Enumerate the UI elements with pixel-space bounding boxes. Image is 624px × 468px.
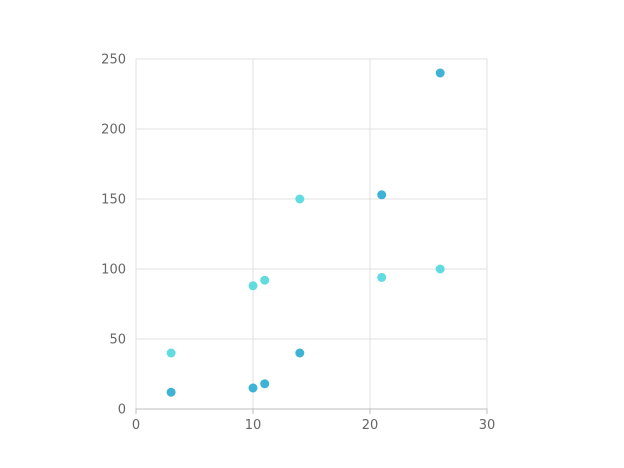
x-tick-label-30: 30 bbox=[479, 418, 496, 433]
axes bbox=[135, 59, 488, 414]
series-2-point-5 bbox=[377, 272, 387, 282]
y-tick-label-100: 100 bbox=[101, 263, 126, 278]
series-2-point-2 bbox=[248, 281, 258, 291]
x-tick-label-10: 10 bbox=[245, 418, 262, 433]
series-1-point-5 bbox=[377, 190, 387, 200]
x-tick-label-0: 0 bbox=[132, 418, 140, 433]
y-tick-label-150: 150 bbox=[101, 193, 126, 208]
series-1-point-1 bbox=[166, 387, 176, 397]
tick-labels: 0 10 20 30 0 50 100 150 200 250 bbox=[101, 53, 495, 434]
series-2-point-1 bbox=[166, 348, 176, 358]
x-tick-label-20: 20 bbox=[362, 418, 379, 433]
series-2-point-6 bbox=[435, 264, 445, 274]
y-tick-label-0: 0 bbox=[118, 403, 126, 418]
series-1-point-2 bbox=[248, 383, 258, 393]
series-2-point-3 bbox=[260, 275, 270, 285]
series-2-point-4 bbox=[295, 194, 305, 204]
y-tick-label-200: 200 bbox=[101, 123, 126, 138]
series-1-point-3 bbox=[260, 379, 270, 389]
y-tick-label-50: 50 bbox=[109, 333, 126, 348]
series-1-point-6 bbox=[435, 68, 445, 78]
series-1-point-4 bbox=[295, 348, 305, 358]
grid bbox=[136, 58, 488, 409]
data-points bbox=[166, 68, 445, 397]
y-tick-label-250: 250 bbox=[101, 53, 126, 68]
